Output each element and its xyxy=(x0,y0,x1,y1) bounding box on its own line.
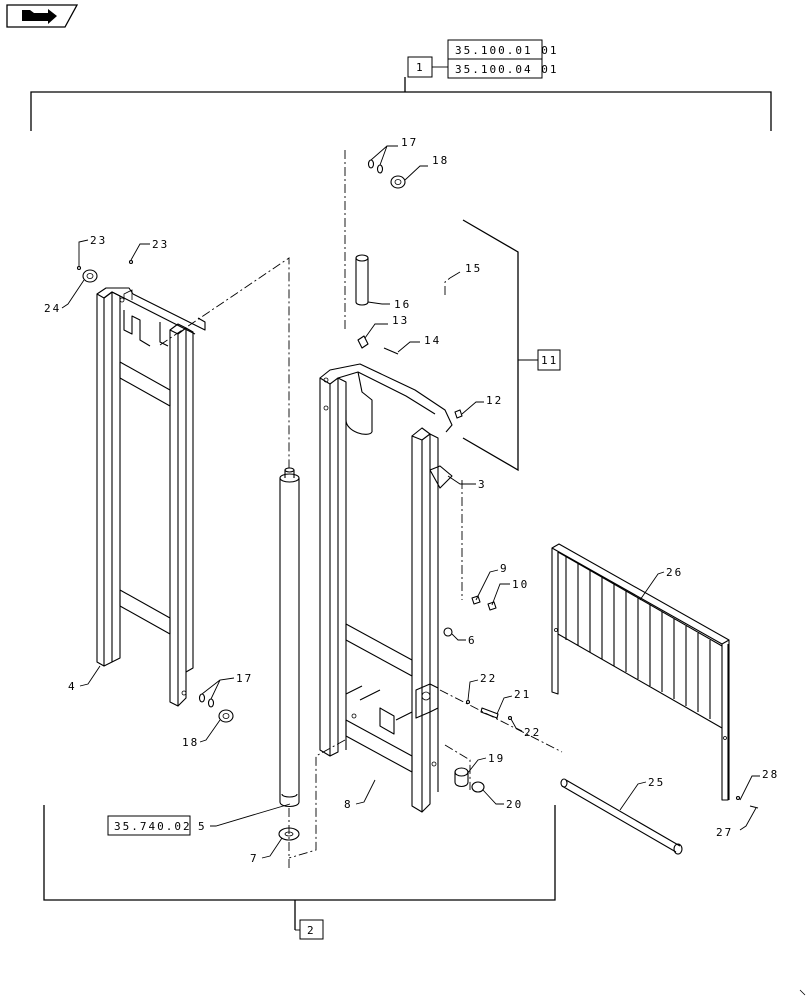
phantom-line-15 xyxy=(444,277,451,295)
callout-4: 4 xyxy=(68,680,77,693)
callout-20: 20 xyxy=(506,798,523,811)
reference-box-top-2[interactable]: 35.100.04 01 xyxy=(447,58,558,79)
callout-15: 15 xyxy=(465,262,482,275)
bottom-assembly-bracket xyxy=(43,805,556,931)
callout-23-left: 23 xyxy=(90,234,107,247)
group-2-label: 2 xyxy=(299,919,324,940)
callout-18: 18 xyxy=(432,154,449,167)
callout-28: 28 xyxy=(762,768,779,781)
clevis-pin xyxy=(480,707,499,719)
phantom-line-bar xyxy=(439,689,563,753)
callout-23-right: 23 xyxy=(152,238,169,251)
back-arrow-icon xyxy=(22,9,57,24)
reference-box-top-1[interactable]: 35.100.01 01 xyxy=(447,39,558,60)
callout-7: 7 xyxy=(250,852,259,865)
svg-text:1: 1 xyxy=(416,61,425,74)
svg-text:35.100.01 01: 35.100.01 01 xyxy=(455,44,558,57)
pivot-pin xyxy=(355,254,369,306)
callout-19: 19 xyxy=(488,752,505,765)
callout-14: 14 xyxy=(424,334,441,347)
phantom-line-cylinder-top xyxy=(159,257,290,470)
cylinder-washer xyxy=(278,827,300,841)
callout-22-upper: 22 xyxy=(480,672,497,685)
bolt-10 xyxy=(487,601,497,611)
callout-9: 9 xyxy=(500,562,509,575)
cross-bar xyxy=(560,778,683,855)
load-guard xyxy=(551,543,730,801)
svg-text:11: 11 xyxy=(541,354,558,367)
group-1-label: 1 xyxy=(407,56,433,78)
retaining-clip xyxy=(357,335,369,349)
callout-labels: 17 18 16 13 14 15 12 3 9 10 6 22 21 22 1… xyxy=(44,136,779,865)
grease-fitting xyxy=(443,627,453,637)
svg-text:35.740.02: 35.740.02 xyxy=(114,820,192,833)
callout-5: 5 xyxy=(198,820,207,833)
svg-text:35.100.04 01: 35.100.04 01 xyxy=(455,63,558,76)
back-navigation-button[interactable] xyxy=(6,4,79,28)
phantom-line-bushing xyxy=(444,744,471,790)
bolt-9 xyxy=(471,595,481,605)
callout-6: 6 xyxy=(468,634,477,647)
callout-16: 16 xyxy=(394,298,411,311)
small-bolt xyxy=(454,409,463,419)
bushing xyxy=(454,767,469,788)
lift-cylinder xyxy=(279,467,300,808)
svg-text:2: 2 xyxy=(307,924,316,937)
callout-27: 27 xyxy=(716,826,733,839)
callout-13: 13 xyxy=(392,314,409,327)
callout-26: 26 xyxy=(666,566,683,579)
top-assembly-bracket xyxy=(30,77,772,131)
callout-25: 25 xyxy=(648,776,665,789)
inner-upright-carriage xyxy=(319,363,453,813)
callout-17-lower: 17 xyxy=(236,672,253,685)
callout-17: 17 xyxy=(401,136,418,149)
callout-10: 10 xyxy=(512,578,529,591)
callout-24: 24 xyxy=(44,302,61,315)
phantom-line-lower xyxy=(288,739,346,859)
upper-shim-and-bearing xyxy=(367,159,406,189)
guard-bolt xyxy=(749,805,759,809)
snap-ring xyxy=(471,781,485,793)
group-11-bracket: 11 xyxy=(462,219,561,472)
outer-upright-channel xyxy=(96,287,206,707)
cotter-pin xyxy=(383,347,399,355)
callout-22-lower: 22 xyxy=(524,726,541,739)
callout-12: 12 xyxy=(486,394,503,407)
corner-mark xyxy=(799,989,806,996)
callout-leaders xyxy=(61,145,760,859)
callout-18-lower: 18 xyxy=(182,736,199,749)
callout-21: 21 xyxy=(514,688,531,701)
upper-left-bearing xyxy=(76,259,134,283)
callout-3: 3 xyxy=(478,478,487,491)
reference-box-side[interactable]: 35.740.02 xyxy=(107,815,192,836)
callout-8: 8 xyxy=(344,798,353,811)
lower-shim-and-bearing xyxy=(198,693,234,723)
